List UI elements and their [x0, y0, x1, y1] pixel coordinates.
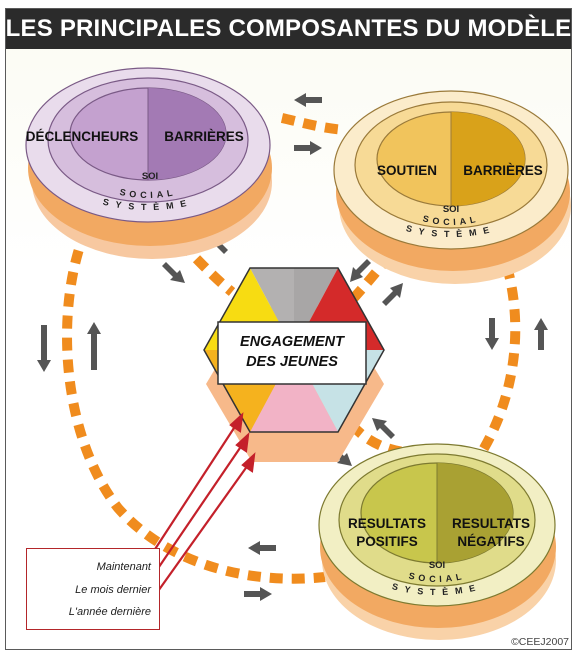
arrow-down-icon: [37, 325, 51, 372]
engagement-line2: DES JEUNES: [246, 354, 338, 370]
label-barriers: BARRIÈRES: [463, 163, 543, 178]
label-positive-2: POSITIFS: [356, 534, 418, 549]
arrow-down-icon: [485, 318, 499, 350]
legend-item-now: Maintenant: [96, 561, 151, 573]
label-positive-1: RESULTATS: [348, 516, 426, 531]
arrow-up-icon: [534, 318, 548, 350]
time-lines: [145, 412, 256, 609]
label-support: SOUTIEN: [377, 163, 437, 178]
label-barriers: BARRIÈRES: [164, 129, 244, 144]
flow-arrows: [37, 93, 548, 601]
arrow-left-icon: [294, 93, 322, 107]
path-left: [62, 228, 326, 584]
label-self: SOI: [429, 560, 445, 571]
arrow-left-icon: [248, 541, 276, 555]
hex-segment-pink: [250, 350, 338, 432]
time-line-now-arrow-icon: [229, 412, 244, 433]
circle-top-left: DÉCLENCHEURS BARRIÈRES SOI SOCIAL SYSTÈM…: [25, 67, 272, 259]
arrow-right-icon: [244, 587, 272, 601]
engagement-hexagon: ENGAGEMENT DES JEUNES: [203, 267, 385, 462]
figure-title: LES PRINCIPALES COMPOSANTES DU MODÈLE: [5, 15, 572, 42]
label-self: SOI: [443, 204, 459, 215]
title-bar: LES PRINCIPALES COMPOSANTES DU MODÈLE: [6, 9, 571, 49]
label-social: SOCIAL: [119, 187, 177, 200]
label-self: SOI: [142, 171, 158, 182]
arrow-right-icon: [294, 141, 322, 155]
circle-top-right: SOUTIEN BARRIÈRES SOI SOCIAL SYSTÈME: [333, 90, 571, 284]
copyright: ©CEEJ2007: [511, 636, 569, 648]
circle-bottom-right: RESULTATS POSITIFS RESULTATS NÉGATIFS SO…: [318, 443, 556, 640]
time-line-last-month-arrow-icon: [235, 432, 250, 453]
arrow-up-icon: [87, 322, 101, 370]
label-social: SOCIAL: [422, 213, 480, 227]
self-disk-right-half: [437, 463, 513, 563]
label-negative-1: RESULTATS: [452, 516, 530, 531]
label-negative-2: NÉGATIFS: [457, 534, 524, 549]
hexagon-outline: [203, 267, 385, 433]
label-social: SOCIAL: [408, 571, 466, 584]
engagement-label-box: [217, 321, 367, 385]
engagement-line1: ENGAGEMENT: [240, 334, 345, 350]
arrow-diag-icon: [162, 262, 185, 283]
arrow-diag-icon: [372, 418, 395, 439]
time-line-last-month: [145, 444, 243, 587]
legend-item-last-month: Le mois dernier: [75, 584, 151, 596]
arrow-diag-icon: [382, 283, 403, 306]
path-top: [280, 113, 346, 135]
time-line-last-year: [145, 464, 249, 609]
self-disk-right-half: [451, 112, 525, 206]
legend-item-last-year: L'année dernière: [68, 606, 151, 618]
label-triggers: DÉCLENCHEURS: [26, 129, 139, 144]
time-line-last-year-arrow-icon: [241, 452, 256, 473]
time-line-now: [145, 424, 237, 564]
self-disk-right-half: [148, 88, 226, 180]
arrow-diag-icon: [350, 259, 371, 282]
time-legend: Maintenant Le mois dernier L'année derni…: [26, 548, 160, 630]
